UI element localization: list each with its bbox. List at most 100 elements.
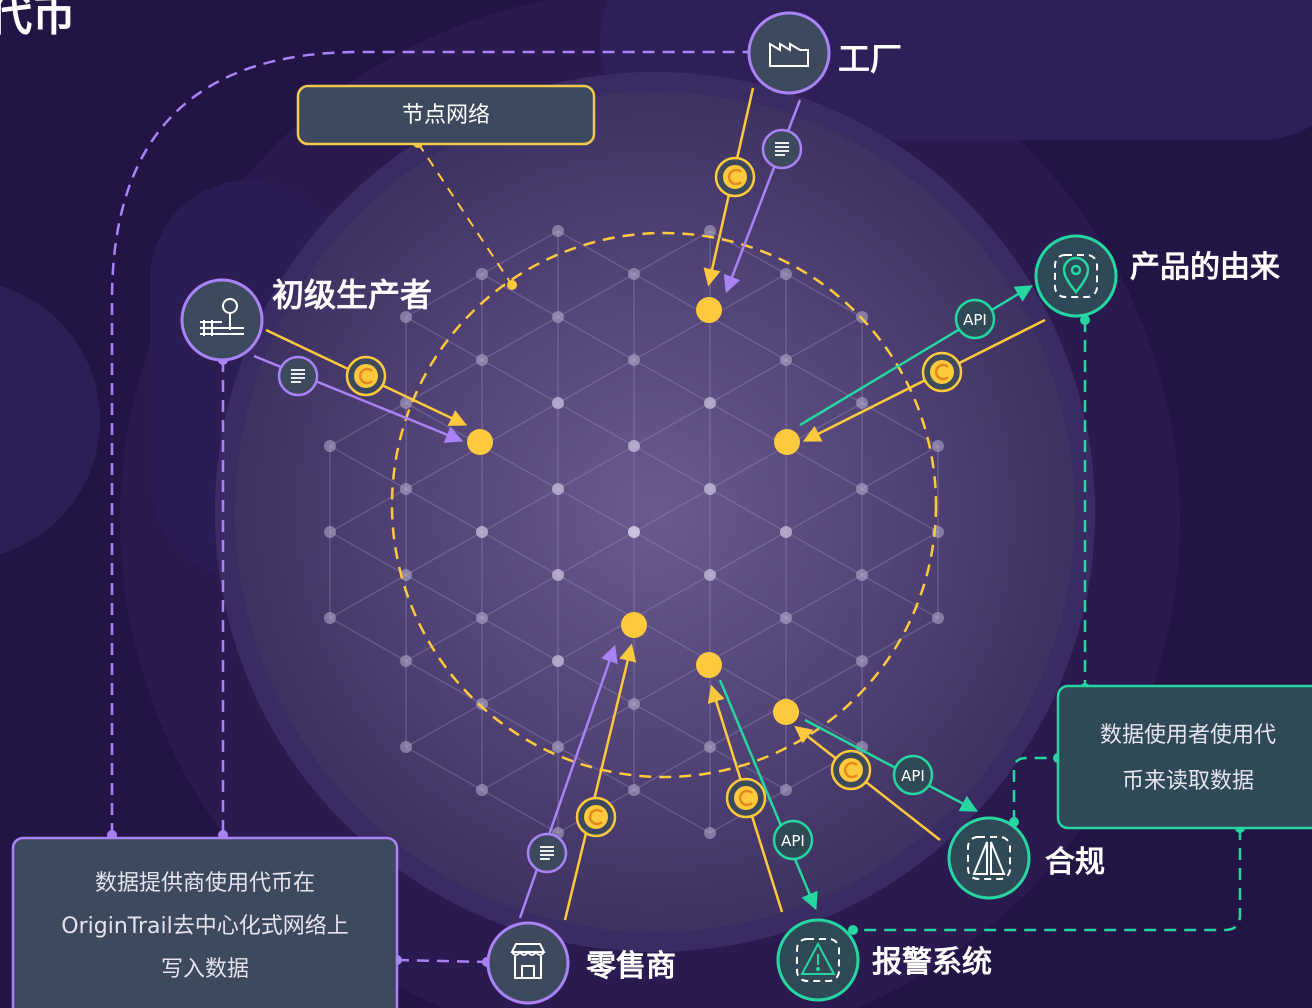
grid-edge [785, 273, 863, 318]
bg-blob-left [0, 285, 100, 555]
data-arrow-retailer [518, 644, 618, 919]
retailer-node[interactable] [486, 921, 570, 1005]
grid-node [400, 483, 412, 495]
grid-edge [861, 488, 939, 533]
grid-edge [481, 531, 559, 576]
grid-node [856, 397, 868, 409]
token-coin-icon [921, 351, 963, 393]
grid-edge [481, 488, 559, 533]
grid-edge [481, 789, 559, 834]
grid-edge [557, 660, 635, 705]
grid-node [400, 655, 412, 667]
grid-node [552, 569, 564, 581]
grid-edge [481, 574, 559, 619]
grid-edge [481, 445, 559, 490]
document-icon [526, 832, 568, 874]
factory-label: 工厂 [838, 40, 902, 78]
grid-node [780, 354, 792, 366]
grid-edge [557, 574, 635, 619]
api-arrow-compliance [804, 718, 979, 812]
grid-node [400, 311, 412, 323]
network-endpoint-dot [621, 612, 647, 638]
grid-edge [633, 230, 711, 275]
grid-edge [481, 746, 559, 791]
grid-edge [861, 402, 939, 447]
grid-node [932, 440, 944, 452]
grid-edge [861, 531, 939, 576]
provider-box-line2: OriginTrail去中心化式网络上 [61, 914, 348, 939]
token-arrow-compliance [794, 725, 941, 841]
grid-node [324, 612, 336, 624]
grid-edge [557, 746, 635, 791]
token-coin-icon [725, 777, 767, 819]
grid-edge [405, 617, 483, 662]
grid-edge [557, 230, 635, 275]
api-badge: API [772, 819, 814, 861]
grid-node [476, 784, 488, 796]
factory-node[interactable] [747, 11, 831, 95]
grid-edge [481, 230, 559, 275]
network-endpoint-dot [467, 429, 493, 455]
grid-edge [709, 660, 787, 705]
grid-edge [481, 617, 559, 662]
compliance-label: 合规 [1045, 845, 1105, 880]
grid-node [704, 827, 716, 839]
grid-node [856, 569, 868, 581]
grid-edge [405, 703, 483, 748]
grid-edge [633, 789, 711, 834]
consumer-box-line2: 币来读取数据 [1122, 769, 1254, 794]
grid-edge [481, 273, 559, 318]
alert-system-node[interactable] [776, 918, 860, 1002]
grid-edge [405, 574, 483, 619]
grid-edge [709, 488, 787, 533]
grid-edge [405, 316, 483, 361]
consumer-box-line1: 数据使用者使用代 [1100, 723, 1276, 748]
provider-link-retailer [396, 958, 488, 964]
api-badge-label: API [901, 767, 925, 785]
grid-edge [329, 445, 407, 490]
grid-node [780, 268, 792, 280]
grid-edge [405, 445, 483, 490]
grid-node [324, 526, 336, 538]
grid-edge [785, 531, 863, 576]
provenance-node[interactable] [1034, 234, 1118, 318]
grid-node [704, 397, 716, 409]
grid-edge [709, 316, 787, 361]
grid-edge [785, 316, 863, 361]
tree-fence-icon [200, 298, 244, 336]
warning-triangles-icon [972, 841, 1006, 875]
grid-node [628, 784, 640, 796]
api-badge-label: API [781, 832, 805, 850]
primary-producer-node[interactable] [180, 278, 264, 362]
grid-edge [785, 574, 863, 619]
grid-node [476, 268, 488, 280]
grid-node [552, 483, 564, 495]
grid-node [628, 354, 640, 366]
grid-edge [709, 359, 787, 404]
grid-edge [557, 359, 635, 404]
grid-node [552, 225, 564, 237]
grid-node [628, 698, 640, 710]
grid-edge [633, 574, 711, 619]
api-arrow-alert [718, 679, 818, 911]
grid-node [476, 612, 488, 624]
grid-node [704, 225, 716, 237]
grid-node [704, 569, 716, 581]
grid-edge [405, 531, 483, 576]
grid-edge [861, 574, 939, 619]
grid-edge [633, 703, 711, 748]
node-grid [329, 230, 939, 834]
grid-edge [481, 660, 559, 705]
token-coin-icon [714, 156, 756, 198]
primary-producer-label: 初级生产者 [272, 276, 432, 314]
token-coin-icon [830, 749, 872, 791]
grid-edge [633, 359, 711, 404]
grid-edge [557, 445, 635, 490]
grid-node [856, 655, 868, 667]
token-arrow-retailer [563, 643, 637, 921]
grid-edge [481, 402, 559, 447]
compliance-node[interactable] [947, 816, 1031, 900]
location-pin-icon [1062, 256, 1090, 294]
